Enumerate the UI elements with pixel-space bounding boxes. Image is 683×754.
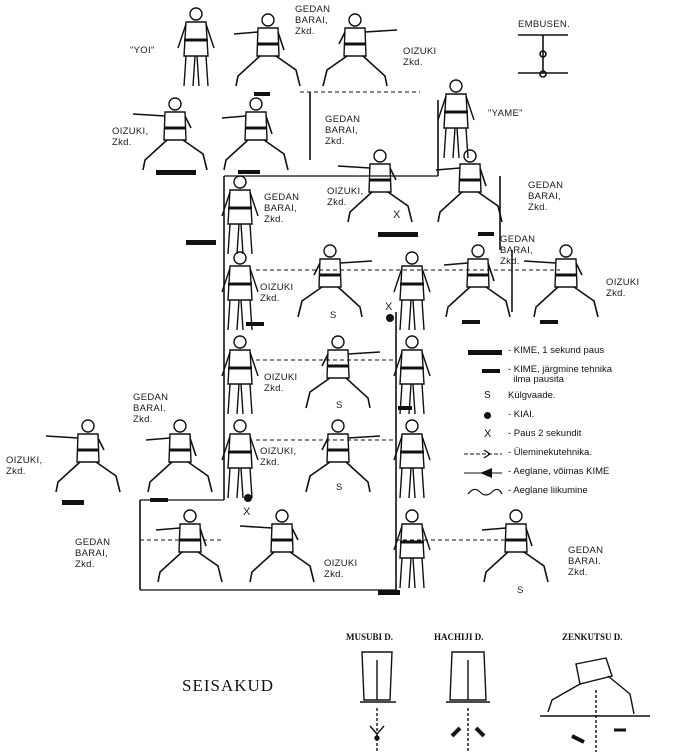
kata-diagram: X X X S S S S "YOI" GEDAN BARAI, Zkd. OI… — [0, 0, 683, 754]
stance-drawings — [0, 0, 683, 754]
